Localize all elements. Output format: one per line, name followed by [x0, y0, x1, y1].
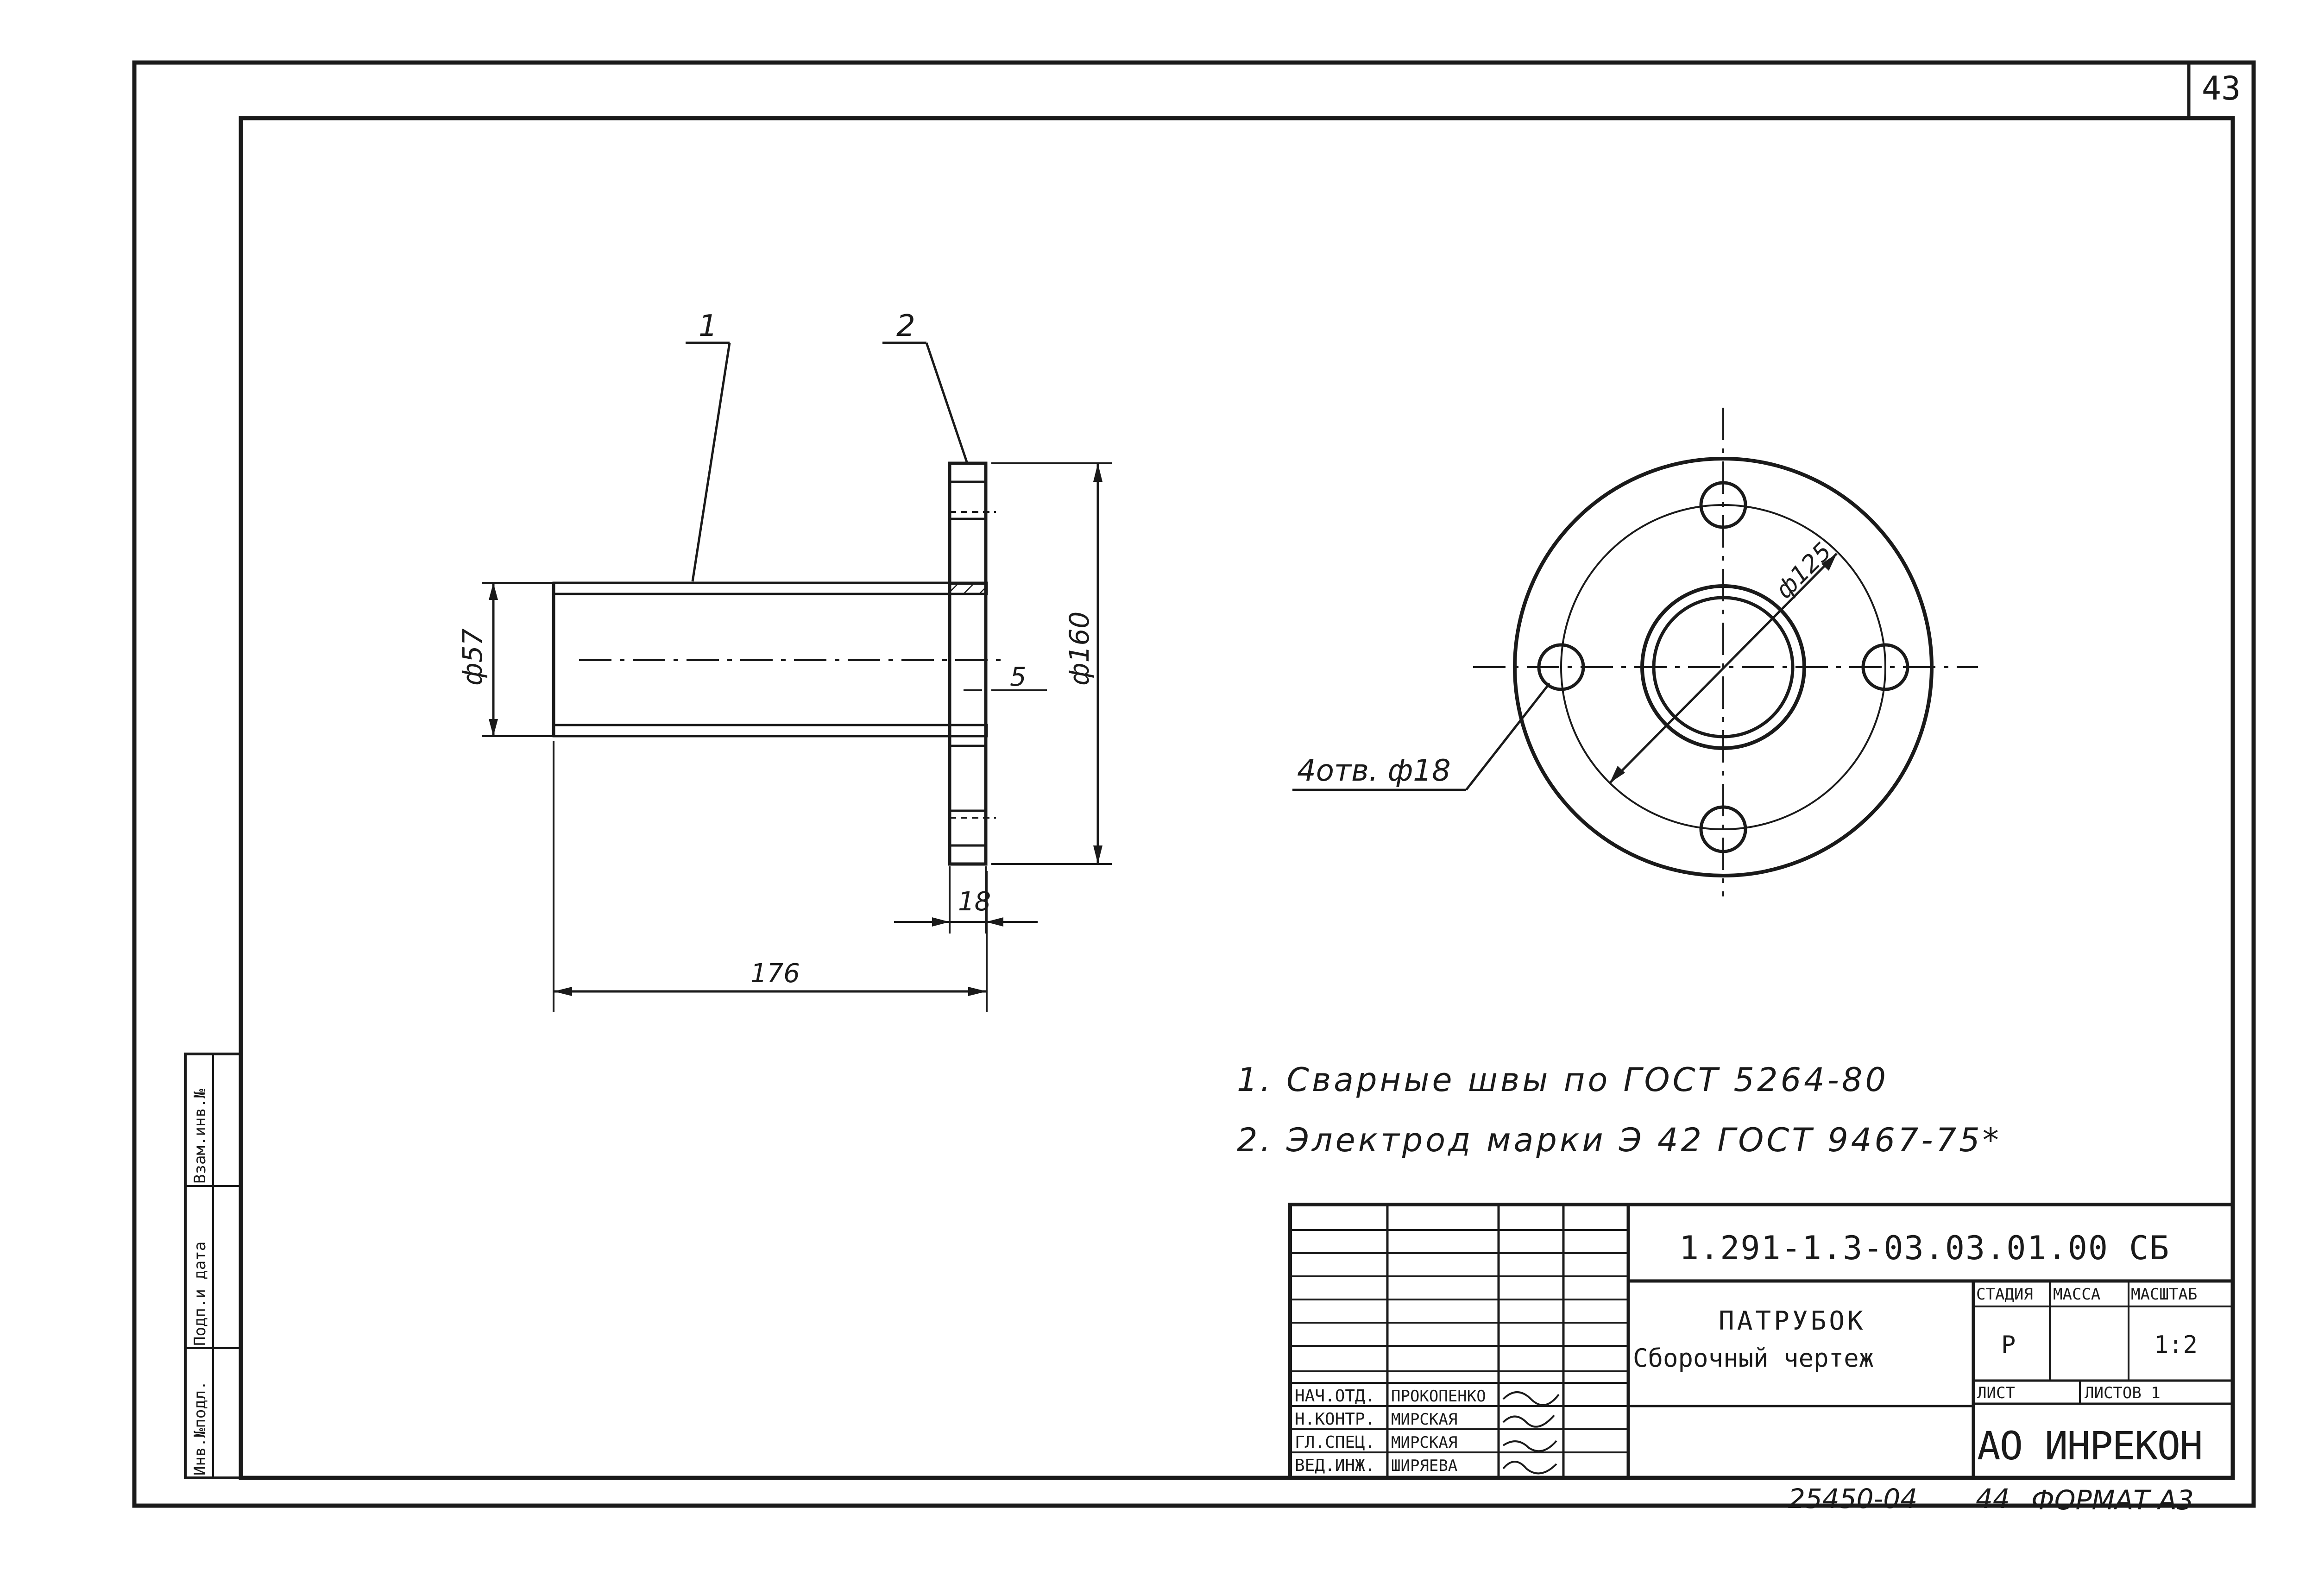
callout-pipe: 1: [699, 309, 718, 343]
name-norm-control: МИРСКАЯ: [1391, 1410, 1457, 1429]
flange-hatch-top: [948, 517, 987, 585]
name-lead-engineer: ШИРЯЕВА: [1391, 1457, 1457, 1475]
bolt-hole-left: [1537, 643, 1585, 691]
name-head: ПРОКОПЕНКО: [1391, 1387, 1486, 1406]
flange-hatch-bottom: [948, 744, 987, 812]
dim-flange-thickness: 18: [958, 887, 991, 917]
scale-header: МАСШТАБ: [2131, 1285, 2197, 1304]
bolt-hole-bottom: [1699, 805, 1747, 853]
stage-header: СТАДИЯ: [1976, 1285, 2033, 1304]
front-view: ф125 4отв. ф18: [1292, 408, 1978, 896]
dim-flange-diameter: ф160: [1064, 612, 1095, 686]
role-head: НАЧ.ОТД.: [1295, 1387, 1375, 1406]
bolt-hole-top: [1699, 481, 1747, 529]
flange-hatch-mid-top: [950, 584, 986, 593]
holes-label: 4отв. ф18: [1297, 754, 1451, 788]
stage-value: Р: [2001, 1331, 2016, 1359]
archive-number: 25450-04: [1788, 1483, 1917, 1514]
pipe-inner-circle: [1652, 596, 1795, 738]
role-chief-specialist: ГЛ.СПЕЦ.: [1295, 1433, 1375, 1452]
side-stamp-replace: Взам.инв.№: [191, 1089, 209, 1184]
drawing-type: Сборочный чертеж: [1633, 1344, 1874, 1373]
bolt-circle: [1560, 504, 1886, 830]
flange-outer-circle: [1513, 457, 1934, 877]
note-2: 2. Электрод марки Э 42 ГОСТ 9467-75*: [1237, 1121, 2002, 1159]
side-stamp-inv: Инв.№подл.: [191, 1381, 209, 1476]
pipe-outer-circle: [1640, 584, 1806, 750]
title-block: НАЧ.ОТД. Н.КОНТР. ГЛ.СПЕЦ. ВЕД.ИНЖ. ПРОК…: [1288, 1203, 2235, 1480]
organization: АО ИНРЕКОН: [1977, 1423, 2202, 1469]
copy-number: 44: [1976, 1483, 2010, 1514]
flange-outline: [948, 461, 988, 866]
sheets-label: ЛИСТОВ 1: [2085, 1384, 2161, 1402]
side-stamp: Инв.№подл. Подп.и дата Взам.инв.№: [184, 1053, 242, 1479]
designation: 1.291-1.3-03.03.01.00 СБ: [1679, 1229, 2170, 1267]
bolt-hole-right: [1861, 643, 1909, 691]
format-label: ФОРМАТ А3: [2031, 1484, 2194, 1516]
flange-hatch-top-edge: [948, 462, 987, 483]
dim-offset: 5: [1010, 662, 1027, 692]
dim-total-length: 176: [750, 959, 800, 989]
callout-flange: 2: [896, 309, 915, 343]
signatures: [1502, 1391, 1560, 1475]
sheet-label: ЛИСТ: [1977, 1384, 2015, 1402]
note-1: 1. Сварные швы по ГОСТ 5264-80: [1237, 1061, 1889, 1099]
part-name: ПАТРУБОК: [1719, 1306, 1866, 1336]
outer-frame: [132, 60, 2256, 1508]
scale-value: 1:2: [2154, 1331, 2198, 1359]
dim-pipe-diameter: ф57: [457, 629, 488, 686]
page-number: 43: [2202, 69, 2241, 107]
dim-bolt-circle: ф125: [1770, 537, 1837, 604]
pipe-wall-top: [552, 581, 988, 595]
pipe-wall-bottom: [552, 724, 988, 738]
mass-header: МАССА: [2053, 1285, 2100, 1304]
flange-hatch-bottom-edge: [948, 844, 987, 865]
side-stamp-sign: Подп.и дата: [191, 1242, 209, 1346]
side-view: ф57 ф160 5 18 176 1 2: [457, 309, 1112, 1012]
role-norm-control: Н.КОНТР.: [1295, 1410, 1375, 1429]
role-lead-engineer: ВЕД.ИНЖ.: [1295, 1456, 1375, 1475]
inner-frame: [239, 116, 2235, 1480]
name-chief-specialist: МИРСКАЯ: [1391, 1433, 1457, 1452]
